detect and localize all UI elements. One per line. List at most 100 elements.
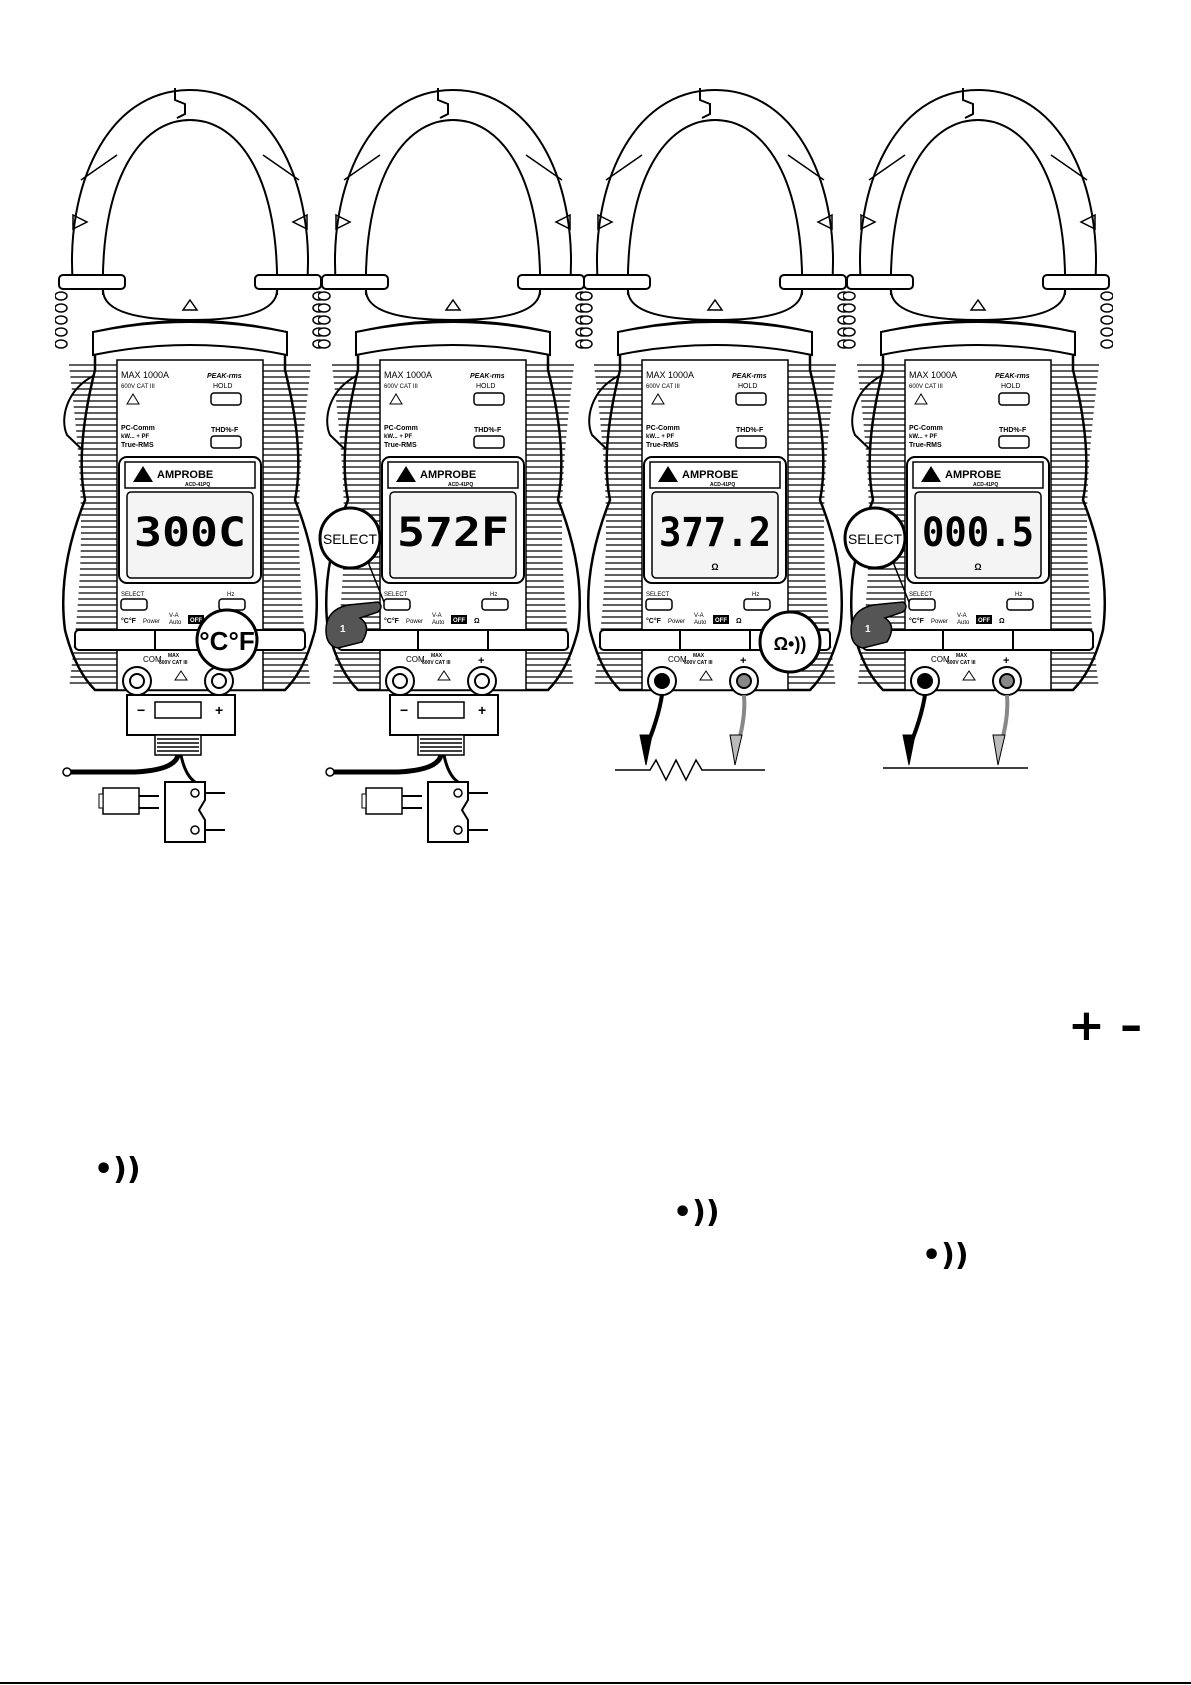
- cat-small-label: 600V CAT III: [159, 660, 188, 666]
- dial-va-label: V-A: [432, 613, 442, 619]
- thermocouple-wire: [332, 754, 444, 775]
- select-callout: [843, 506, 907, 570]
- adapter-socket: [417, 701, 465, 719]
- adapter-plus-label: +: [215, 702, 223, 718]
- max-small-label: MAX: [431, 653, 443, 659]
- jaw-seam: [174, 88, 186, 119]
- jaw-collar-right: [517, 274, 585, 290]
- grip-ridge: [317, 291, 331, 301]
- jaw-collar-left: [58, 274, 126, 290]
- hold-label: HOLD: [738, 383, 757, 390]
- hz-button[interactable]: [481, 598, 509, 611]
- clamp-jaw-outer: [71, 88, 309, 286]
- dial-temp-label: °C°F: [909, 617, 925, 625]
- cat-small-label: 600V CAT III: [947, 660, 976, 666]
- lcd-reading: 000.5: [922, 510, 1034, 556]
- peak-label: PEAK-rms: [995, 373, 1030, 380]
- dial-temp-label: °C°F: [384, 617, 400, 625]
- thd-label: THD%-F: [474, 427, 502, 434]
- clamp-jaw-inner: [889, 118, 1067, 296]
- hold-button[interactable]: [998, 392, 1030, 406]
- thd-label: THD%-F: [999, 427, 1027, 434]
- jaw-collar-left: [321, 274, 389, 290]
- center-mark: [181, 298, 199, 311]
- step-number: 1: [865, 624, 871, 635]
- continuity-icon: •)): [673, 1195, 720, 1230]
- dial-ohm-label: Ω: [736, 618, 742, 625]
- brand-name: AMPROBE: [945, 469, 1001, 481]
- adapter-socket: [154, 701, 202, 719]
- jaw-collar-right: [779, 274, 847, 290]
- connector-pin: [361, 793, 367, 809]
- kw-pf-label: kW... + PF: [646, 434, 675, 440]
- select-button[interactable]: [908, 598, 936, 611]
- lcd-unit: Ω: [711, 562, 718, 572]
- function-callout: [758, 610, 822, 674]
- grip-ridge: [54, 327, 68, 337]
- thd-label: THD%-F: [211, 427, 239, 434]
- hz-button[interactable]: [743, 598, 771, 611]
- rotary-switch[interactable]: [862, 629, 1094, 651]
- body-top-band: [92, 321, 288, 357]
- jaw-alignment-mark: [860, 213, 877, 231]
- body-top-band: [617, 321, 813, 357]
- thd-button[interactable]: [473, 435, 505, 449]
- clamp-jaw-inner: [626, 118, 804, 296]
- thd-button[interactable]: [735, 435, 767, 449]
- pc-comm-label: PC-Comm: [121, 425, 155, 432]
- dial-off-marker: [451, 615, 467, 624]
- thd-button[interactable]: [998, 435, 1030, 449]
- brand-name: AMPROBE: [420, 469, 476, 481]
- select-button[interactable]: [120, 598, 148, 611]
- pc-comm-label: PC-Comm: [384, 425, 418, 432]
- dial-auto-label: Auto: [694, 620, 707, 626]
- hold-button[interactable]: [735, 392, 767, 406]
- select-button[interactable]: [383, 598, 411, 611]
- cat-rating-label: 600V CAT III: [646, 384, 680, 390]
- jaw-line: [1050, 154, 1088, 181]
- connector-polarity-minus: [453, 788, 463, 798]
- grip-ridge: [579, 315, 593, 325]
- cat-small-label: 600V CAT III: [684, 660, 713, 666]
- jaw-base: [102, 289, 278, 322]
- max-current-label: MAX 1000A: [384, 370, 432, 380]
- peak-label: PEAK-rms: [732, 373, 767, 380]
- continuity-icon: •)): [94, 1152, 141, 1187]
- thermocouple-tip: [62, 767, 72, 777]
- rotary-switch[interactable]: [74, 629, 306, 651]
- hold-label: HOLD: [1001, 383, 1020, 390]
- com-terminal-label: COM: [668, 655, 687, 664]
- select-button-label: SELECT: [909, 592, 933, 598]
- clamp-jaw-outer: [596, 88, 834, 286]
- max-current-label: MAX 1000A: [909, 370, 957, 380]
- rotary-switch[interactable]: [337, 629, 569, 651]
- hz-button-label: Hz: [490, 592, 497, 598]
- dial-off-marker: [188, 615, 204, 624]
- warning-icon: [389, 393, 403, 405]
- thermocouple-wire: [69, 754, 181, 775]
- hold-button[interactable]: [473, 392, 505, 406]
- dial-ohm-label: Ω: [474, 618, 480, 625]
- hz-button[interactable]: [218, 598, 246, 611]
- thd-button[interactable]: [210, 435, 242, 449]
- com-jack-core: [129, 673, 145, 689]
- thermocouple-wire: [442, 754, 459, 784]
- dial-temp-label: °C°F: [646, 617, 662, 625]
- thermocouple-wire: [179, 754, 196, 784]
- step-number: 1: [340, 624, 346, 635]
- com-jack-core: [917, 673, 933, 689]
- brand-name: AMPROBE: [157, 469, 213, 481]
- grip-ridge: [579, 327, 593, 337]
- model-number: ACD-41PQ: [973, 482, 998, 488]
- select-button[interactable]: [645, 598, 673, 611]
- hz-button[interactable]: [1006, 598, 1034, 611]
- body-top-band: [880, 321, 1076, 357]
- center-mark: [969, 298, 987, 311]
- hold-button[interactable]: [210, 392, 242, 406]
- brand-logo-icon: [396, 466, 416, 482]
- dial-ohm-label: Ω: [999, 618, 1005, 625]
